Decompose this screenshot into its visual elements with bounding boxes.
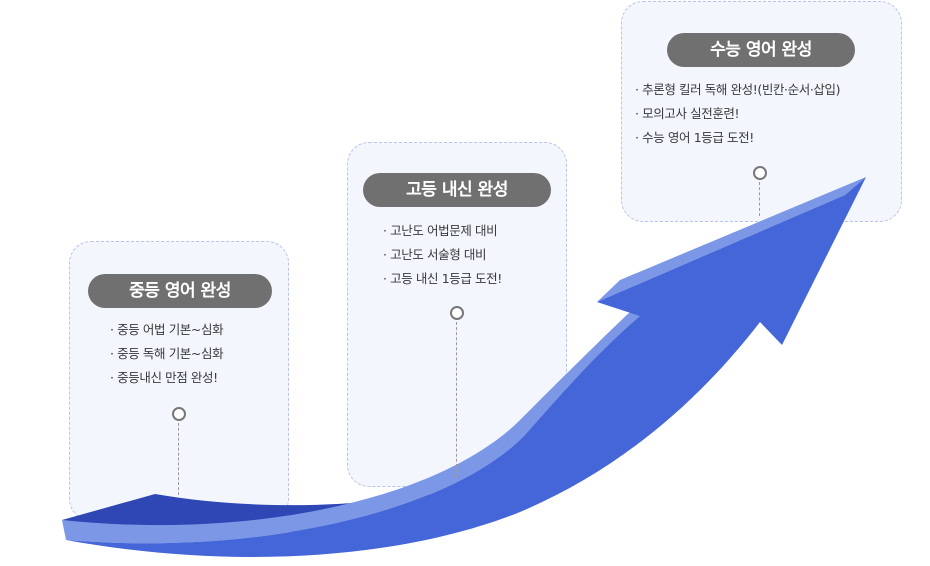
- stage-title-high-school: 고등 내신 완성: [363, 173, 551, 207]
- marker-circle-icon: [172, 407, 186, 421]
- marker-stem: [759, 182, 760, 216]
- list-item: · 모의고사 실전훈련!: [635, 106, 740, 121]
- list-item: · 수능 영어 1등급 도전!: [635, 130, 754, 145]
- stage-list-suneung: · 추론형 킬러 독해 완성!(빈칸·순서·삽입) · 모의고사 실전훈련! ·…: [635, 78, 840, 150]
- list-item: · 중등 어법 기본~심화: [110, 322, 224, 337]
- list-item: · 중등 독해 기본~심화: [110, 346, 224, 361]
- list-item: · 고난도 어법문제 대비: [383, 223, 498, 238]
- marker-stem: [178, 423, 179, 495]
- list-item: · 중등내신 만점 완성!: [110, 370, 218, 385]
- arrow-face: [66, 177, 866, 557]
- arrow-top-rim: [62, 298, 645, 544]
- marker-circle-icon: [450, 306, 464, 320]
- arrow-head-top: [597, 177, 866, 302]
- stage-list-middle-school: · 중등 어법 기본~심화 · 중등 독해 기본~심화 · 중등내신 만점 완성…: [110, 318, 224, 390]
- stage-title-suneung: 수능 영어 완성: [667, 33, 855, 67]
- list-item: · 고등 내신 1등급 도전!: [383, 271, 502, 286]
- stage-title-middle-school: 중등 영어 완성: [88, 274, 272, 308]
- list-item: · 고난도 서술형 대비: [383, 247, 487, 262]
- marker-stem: [456, 322, 457, 477]
- list-item: · 추론형 킬러 독해 완성!(빈칸·순서·삽입): [635, 82, 841, 97]
- marker-circle-icon: [753, 166, 767, 180]
- stage-list-high-school: · 고난도 어법문제 대비 · 고난도 서술형 대비 · 고등 내신 1등급 도…: [383, 219, 502, 291]
